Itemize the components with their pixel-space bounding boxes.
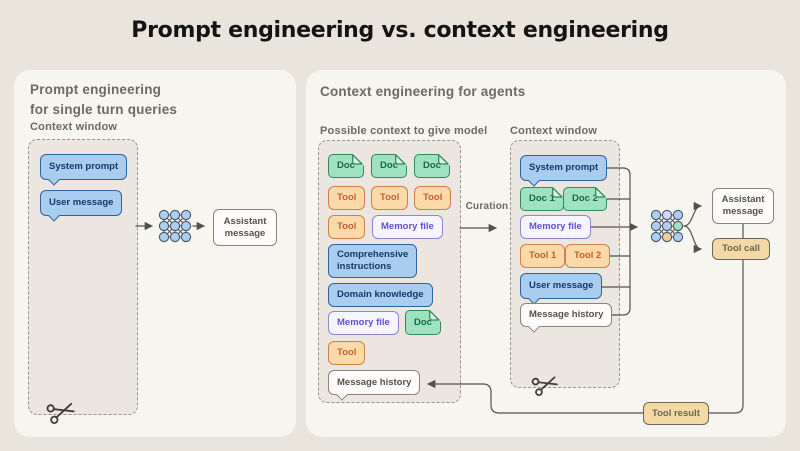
user-message-box: User message [40, 190, 123, 216]
tool-box: Tool [371, 186, 409, 210]
memory-file-box: Memory file [328, 311, 399, 335]
doc-box: Doc [414, 153, 451, 178]
document-fold-icon [438, 153, 451, 166]
message-history-box: Message history [328, 370, 421, 395]
doc-box-label: Doc [337, 160, 355, 172]
possible-context-label: Possible context to give model [320, 125, 488, 137]
page-title: Prompt engineering vs. context engineeri… [131, 18, 669, 43]
doc-box: Doc 1 [520, 186, 565, 211]
assistant-message-box: Assistant message [213, 209, 277, 246]
doc-box: Doc [405, 309, 442, 335]
neural-network-icon [158, 209, 192, 243]
document-fold-icon [595, 186, 608, 199]
user-message-box: User message [520, 273, 603, 299]
tool-box: Tool 2 [565, 244, 611, 268]
left-context-window-label: Context window [30, 121, 118, 133]
doc-box-label: Doc [414, 316, 432, 328]
domain-knowledge-box: Domain knowledge [328, 283, 433, 307]
document-fold-icon [429, 309, 442, 322]
doc-box: Doc 2 [563, 186, 608, 211]
right-panel-heading: Context engineering for agents [320, 84, 526, 99]
scissors-icon [46, 402, 75, 424]
doc-box-label: Doc 2 [572, 193, 598, 205]
doc-box: Doc [371, 153, 408, 178]
memory-file-box: Memory file [372, 215, 443, 239]
doc-box-label: Doc [423, 160, 441, 172]
document-fold-icon [552, 186, 565, 199]
system-prompt-box: System prompt [40, 154, 128, 180]
comprehensive-instructions-box: Comprehensive instructions [328, 244, 417, 278]
neural-network-icon [650, 209, 684, 243]
tool-call-box: Tool call [712, 238, 770, 260]
right-context-window-label: Context window [510, 125, 598, 137]
tool-box: Tool [328, 341, 366, 365]
tool-box: Tool 1 [520, 244, 566, 268]
tool-box: Tool [328, 215, 366, 239]
tool-box: Tool [328, 186, 366, 210]
doc-box: Doc [328, 153, 365, 178]
document-fold-icon [395, 153, 408, 166]
message-history-box: Message history [520, 303, 613, 327]
curation-label: Curation [465, 201, 509, 212]
system-prompt-box: System prompt [520, 155, 608, 181]
left-panel-heading-line1: Prompt engineering [30, 82, 162, 97]
left-panel-heading-line2: for single turn queries [30, 101, 178, 117]
document-fold-icon [352, 153, 365, 166]
left-context-window-container [28, 139, 138, 415]
memory-file-box: Memory file [520, 215, 591, 239]
left-panel-heading: Prompt engineering for single turn queri… [30, 80, 177, 119]
doc-box-label: Doc [380, 160, 398, 172]
tool-box: Tool [414, 186, 452, 210]
tool-result-box: Tool result [643, 402, 709, 425]
doc-box-label: Doc 1 [529, 193, 555, 205]
assistant-message-box: Assistant message [712, 188, 774, 224]
